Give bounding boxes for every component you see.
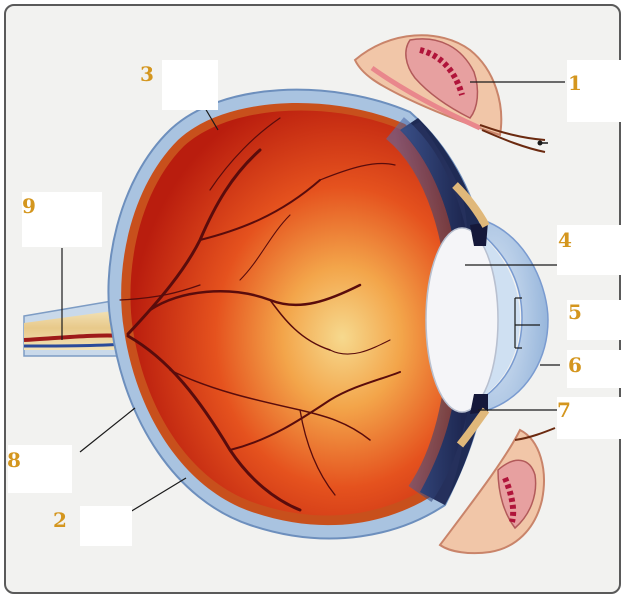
- label-1: 1: [568, 73, 582, 93]
- label-9: 9: [22, 196, 36, 216]
- label-8: 8: [7, 450, 21, 470]
- label-2: 2: [53, 510, 67, 530]
- label-4: 4: [558, 230, 572, 250]
- answer-box-3[interactable]: [162, 60, 218, 110]
- lens: [426, 228, 498, 412]
- label-6: 6: [568, 355, 582, 375]
- answer-box-2[interactable]: [80, 506, 132, 546]
- label-7: 7: [557, 400, 571, 420]
- label-3: 3: [140, 64, 154, 84]
- label-5: 5: [568, 302, 582, 322]
